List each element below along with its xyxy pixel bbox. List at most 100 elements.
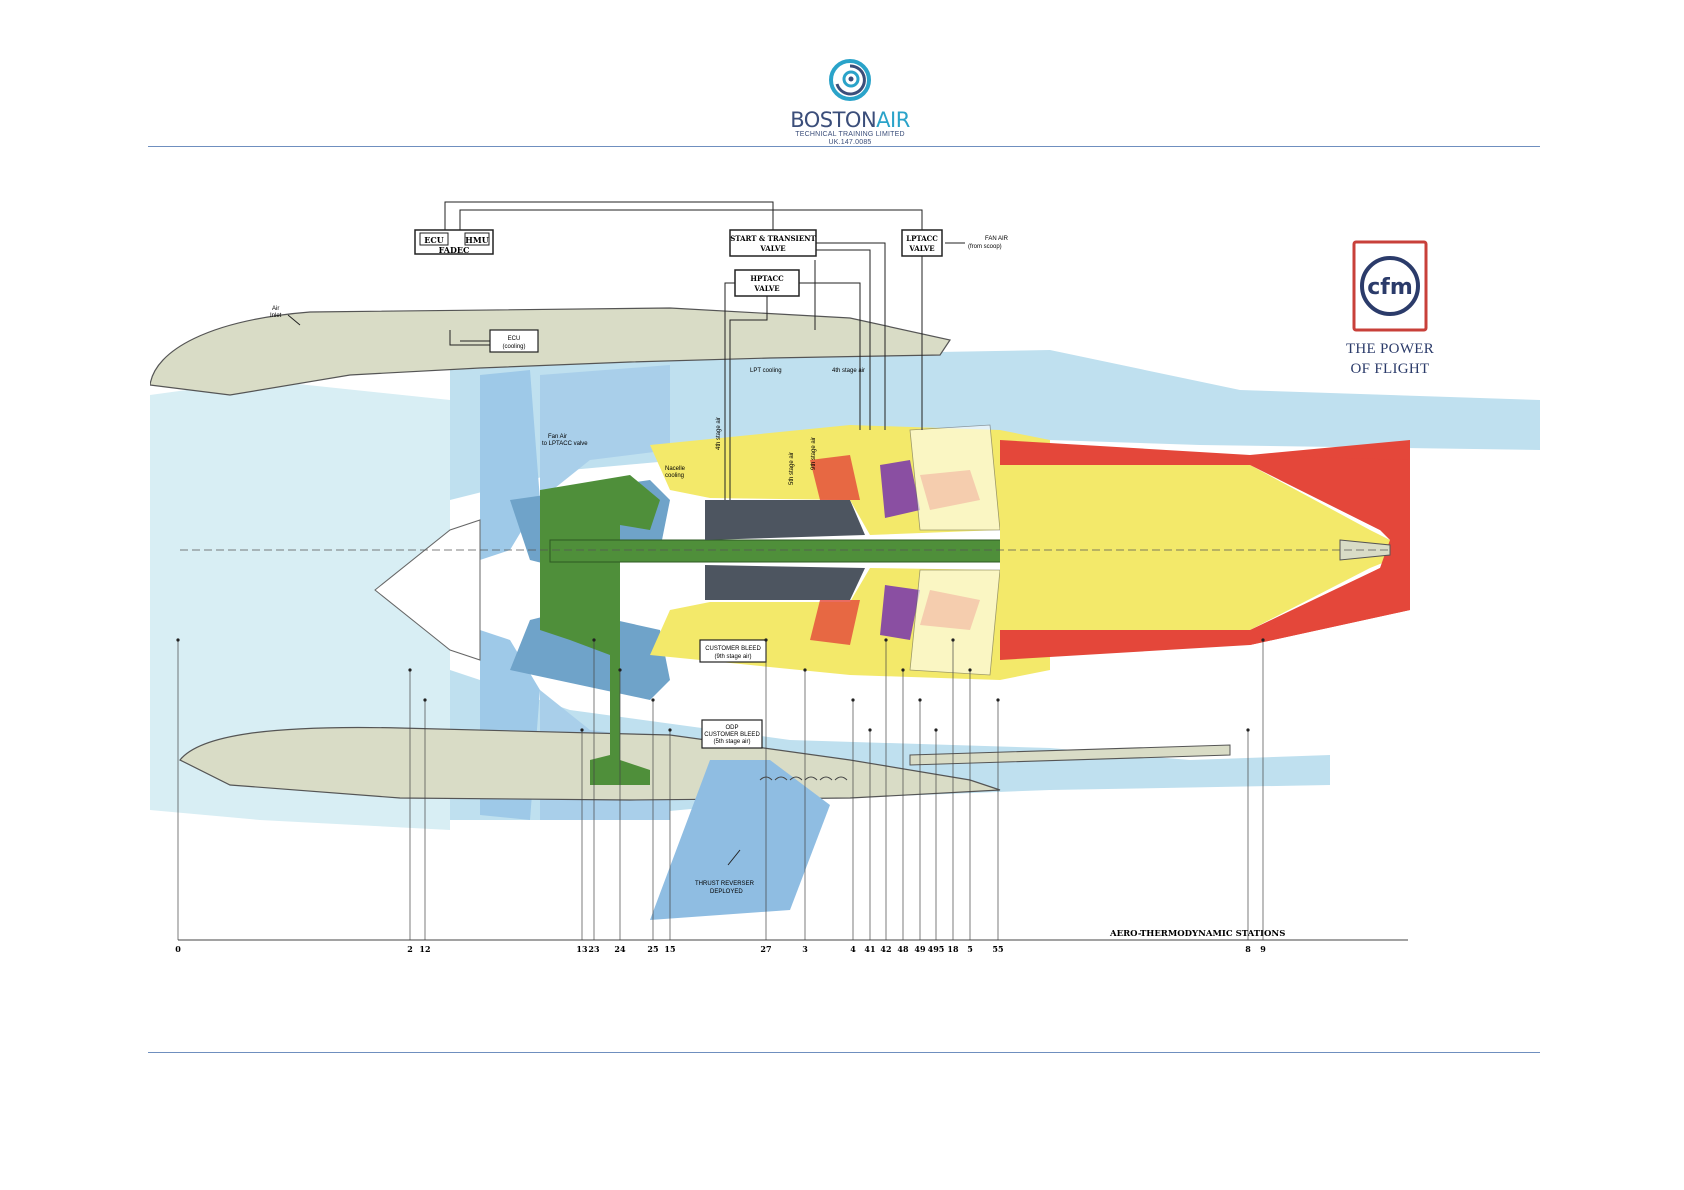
- ecu-cooling-line-1: ECU: [508, 336, 521, 342]
- control-lines: [444, 201, 923, 500]
- start-valve-line-2: VALVE: [759, 244, 785, 253]
- station-label: 42: [880, 944, 891, 954]
- start-valve-line-1: START & TRANSIENT: [730, 234, 816, 243]
- station-point: [408, 668, 412, 672]
- station-point: [618, 668, 622, 672]
- station-point: [803, 668, 807, 672]
- station-label: 27: [760, 944, 771, 954]
- combustor-flame-lower: [810, 600, 860, 645]
- hptacc-line-2: VALVE: [753, 284, 779, 293]
- station-point: [868, 728, 872, 732]
- lp-turbine-lower: [909, 569, 1001, 676]
- station-label: 24: [614, 944, 626, 954]
- fadec-label: FADEC: [439, 245, 470, 255]
- cfm-tagline-1: THE POWER: [1345, 341, 1435, 357]
- station-label: 23: [588, 944, 600, 954]
- fan-air-label-2: (from scoop): [968, 244, 1002, 250]
- exhaust-hot-far: [1250, 455, 1410, 645]
- bypass-air-region: [450, 350, 1540, 500]
- lptacc-line-2: VALVE: [908, 244, 934, 253]
- ecu-cooling-line-2: (cooling): [502, 344, 525, 350]
- station-label: 25: [647, 944, 658, 954]
- station-label: 12: [419, 944, 430, 954]
- nacelle-upper: [150, 307, 951, 396]
- odp-bleed-box: ODP CUSTOMER BLEED (5th stage air): [701, 719, 763, 749]
- station-label: 13: [576, 944, 588, 954]
- ecu-label: ECU: [424, 235, 443, 245]
- hp-compressor-lower: [705, 565, 865, 600]
- lp-turbine: [909, 424, 1001, 531]
- customer-bleed-box: CUSTOMER BLEED (9th stage air): [699, 639, 767, 663]
- brand-part-2: AIR: [876, 108, 910, 132]
- lptacc-valve-box: LPTACC VALVE: [901, 229, 943, 257]
- station-point: [592, 638, 596, 642]
- station-point: [901, 668, 905, 672]
- cfm-logo: cfm THE POWER OF FLIGHT: [1340, 240, 1440, 377]
- station-point: [176, 638, 180, 642]
- exhaust-core: [1000, 465, 1390, 630]
- station-label: 41: [864, 944, 875, 954]
- main-shaft: [549, 539, 1011, 563]
- station-point: [968, 668, 972, 672]
- fan-air-label-1: FAN AIR: [985, 236, 1009, 242]
- ecu-cooling-box: ECU (cooling): [489, 329, 539, 353]
- engine-cross-section-diagram: ECU HMU FADEC START & TRANSIENT VALVE HP…: [150, 201, 1540, 954]
- hptacc-valve-box: HPTACC VALVE: [734, 269, 800, 297]
- station-point: [934, 728, 938, 732]
- nacelle-cooling-1: Nacelle: [665, 466, 686, 472]
- translating-sleeve: [909, 744, 1231, 766]
- air-inlet-label-1: Air: [272, 306, 279, 312]
- hp-compressor: [705, 500, 865, 540]
- station-point: [668, 728, 672, 732]
- fan-duct-upper: [540, 365, 670, 500]
- brand-approval: UK.147.0085: [828, 139, 872, 146]
- odp-bleed-line-2: CUSTOMER BLEED: [704, 732, 760, 738]
- thrust-reverser-plume: [650, 760, 830, 920]
- start-transient-valve-box: START & TRANSIENT VALVE: [729, 229, 817, 257]
- station-point: [1261, 638, 1265, 642]
- customer-bleed-line-2: (9th stage air): [714, 654, 751, 660]
- station-point: [951, 638, 955, 642]
- station-point: [423, 698, 427, 702]
- station-point: [884, 638, 888, 642]
- station-label: 15: [664, 944, 675, 954]
- stage4-air-label: 4th stage air: [832, 368, 865, 374]
- cfm-badge-icon: cfm: [1352, 240, 1428, 332]
- hptacc-line-1: HPTACC: [750, 274, 784, 283]
- station-label: 9: [1260, 944, 1266, 954]
- stage5-air-vertical: 5th stage air: [789, 452, 795, 485]
- lptacc-line-1: LPTACC: [906, 234, 938, 243]
- exhaust-plug: [1339, 539, 1391, 561]
- stage9-air-vertical: 9th stage air: [811, 437, 817, 470]
- station-label: 48: [897, 944, 909, 954]
- station-label: 495: [928, 944, 945, 954]
- station-label: 8: [1245, 944, 1251, 954]
- hp-turbine-purple-lower: [880, 585, 920, 640]
- footer-rule: [148, 1052, 1540, 1053]
- exhaust-far-field: [1250, 440, 1410, 460]
- station-label: 4: [850, 944, 856, 954]
- hp-turbine-purple: [880, 460, 920, 518]
- station-label: 49: [914, 944, 926, 954]
- odp-bleed-line-3: (5th stage air): [713, 739, 750, 745]
- fadec-box: ECU HMU FADEC: [414, 229, 494, 255]
- station-label: 55: [992, 944, 1003, 954]
- inlet-air-region: [150, 380, 450, 830]
- station-point: [918, 698, 922, 702]
- exhaust-hot-lower: [1000, 568, 1410, 660]
- combustor-flame: [810, 455, 860, 500]
- swirl-logo-icon: [829, 59, 871, 101]
- fan-air-lptacc-2: to LPTACC valve: [542, 441, 588, 447]
- thrust-reverser-line-1: THRUST REVERSER: [695, 881, 755, 887]
- station-point: [851, 698, 855, 702]
- cfm-tagline-2: OF FLIGHT: [1350, 361, 1430, 377]
- header-rule: [148, 146, 1540, 147]
- brand-part-1: BOSTON: [790, 108, 877, 132]
- station-point: [764, 638, 768, 642]
- stations-title: AERO-THERMODYNAMIC STATIONS: [1109, 929, 1285, 939]
- lpt-cooling-label: LPT cooling: [750, 368, 782, 374]
- station-label: 3: [802, 944, 808, 954]
- air-inlet-label-2: Inlet: [270, 313, 282, 319]
- odp-bleed-line-1: ODP: [725, 725, 738, 731]
